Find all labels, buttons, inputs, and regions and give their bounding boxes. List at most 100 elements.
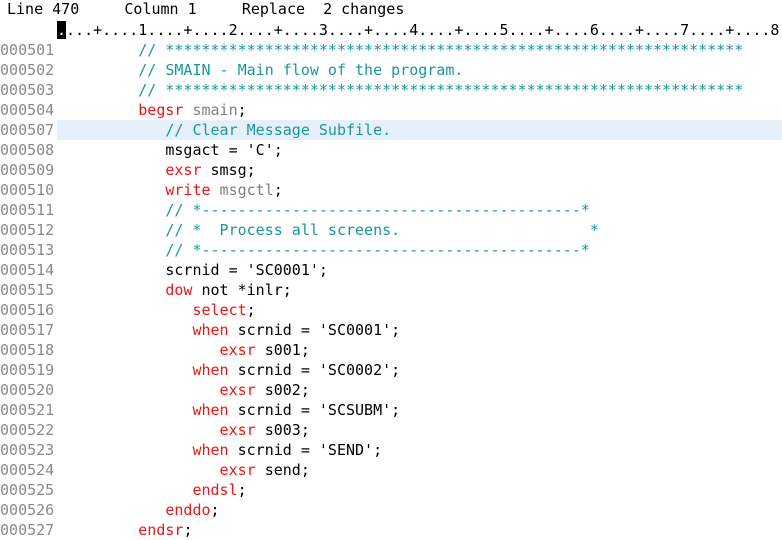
code-token: not *inlr; (192, 281, 292, 299)
source-line[interactable]: 0000523 when scrnid = 'SEND'; (0, 440, 782, 460)
code-token: ; (210, 501, 220, 519)
source-line[interactable]: 0000501 // *****************************… (0, 40, 782, 60)
code-text[interactable]: endsr; (57, 520, 782, 540)
sequence-number: 0000510 (0, 181, 55, 199)
source-line[interactable]: 0000518 exsr s001; (0, 340, 782, 360)
source-line[interactable]: 0000510 write msgctl; (0, 180, 782, 200)
code-token: s001; (255, 341, 310, 359)
source-line[interactable]: 0000509 exsr smsg; (0, 160, 782, 180)
source-line[interactable]: 0000504 begsr smain; (0, 100, 782, 120)
source-line[interactable]: 0000514 scrnid = 'SC0001'; (0, 260, 782, 280)
source-line[interactable]: 0000522 exsr s003; (0, 420, 782, 440)
identifier-token: smain (183, 101, 238, 119)
code-text[interactable]: dow not *inlr; (57, 280, 782, 300)
sequence-number: 0000509 (0, 161, 55, 179)
comment-token: // *************************************… (57, 81, 744, 99)
source-line[interactable]: 0000525 endsl; (0, 480, 782, 500)
code-token: ; (237, 481, 247, 499)
code-text[interactable]: write msgctl; (57, 180, 782, 200)
sequence-number: 0000520 (0, 381, 55, 399)
code-token: ; (273, 181, 283, 199)
sequence-number: 0000501 (0, 41, 55, 59)
source-line[interactable]: 0000519 when scrnid = 'SC0002'; (0, 360, 782, 380)
code-text[interactable]: exsr s001; (57, 340, 782, 360)
sequence-number: 0000525 (0, 481, 55, 499)
code-text[interactable]: when scrnid = 'SC0002'; (57, 360, 782, 380)
line-indicator: Line 470 (7, 0, 80, 18)
source-line[interactable]: 0000524 exsr send; (0, 460, 782, 480)
sequence-number: 0000516 (0, 301, 55, 319)
source-line[interactable]: 0000520 exsr s002; (0, 380, 782, 400)
sequence-number: 0000514 (0, 261, 55, 279)
sequence-number: 0000513 (0, 241, 55, 259)
sequence-number: 0000504 (0, 101, 55, 119)
code-text[interactable]: scrnid = 'SC0001'; (57, 260, 782, 280)
code-text[interactable]: exsr send; (57, 460, 782, 480)
comment-token: // *------------------------------------… (57, 201, 590, 219)
editor-text-area[interactable]: 0000501 // *****************************… (0, 40, 782, 540)
keyword-token: exsr (57, 161, 202, 179)
source-line[interactable]: 0000515 dow not *inlr; (0, 280, 782, 300)
code-text[interactable]: exsr smsg; (57, 160, 782, 180)
column-indicator: Column 1 (124, 0, 197, 18)
identifier-token: msgctl (210, 181, 274, 199)
keyword-token: endsr (57, 521, 184, 539)
mode-indicator: Replace (241, 0, 306, 18)
source-line[interactable]: 0000502 // SMAIN - Main flow of the prog… (0, 60, 782, 80)
sequence-number: 0000519 (0, 361, 55, 379)
source-line[interactable]: 0000526 enddo; (0, 500, 782, 520)
code-text[interactable]: // *************************************… (57, 80, 782, 100)
source-line[interactable]: 0000511 // *----------------------------… (0, 200, 782, 220)
sequence-number: 0000523 (0, 441, 55, 459)
source-line[interactable]: 0000512 // * Process all screens. * (0, 220, 782, 240)
keyword-token: exsr (57, 381, 256, 399)
keyword-token: select (57, 301, 247, 319)
keyword-token: exsr (57, 421, 256, 439)
keyword-token: when (57, 361, 229, 379)
code-text[interactable]: // SMAIN - Main flow of the program. (57, 60, 782, 80)
source-line[interactable]: 0000513 // *----------------------------… (0, 240, 782, 260)
sequence-number: 0000515 (0, 281, 55, 299)
source-line[interactable]: 0000527 endsr; (0, 520, 782, 540)
code-text[interactable]: // *************************************… (57, 40, 782, 60)
sequence-number: 0000511 (0, 201, 55, 219)
source-line[interactable]: 0000517 when scrnid = 'SC0001'; (0, 320, 782, 340)
comment-token: // *------------------------------------… (57, 241, 590, 259)
status-bar: Line 470 Column 1 Replace 2 changes (7, 0, 404, 18)
code-text[interactable]: // *------------------------------------… (57, 200, 782, 220)
code-token: msgact = 'C'; (57, 141, 283, 159)
code-token: ; (246, 301, 256, 319)
code-token: ; (183, 521, 193, 539)
sequence-number: 0000503 (0, 81, 55, 99)
sequence-number: 0000508 (0, 141, 55, 159)
sequence-number: 0000517 (0, 321, 55, 339)
code-token: s003; (255, 421, 310, 439)
code-text[interactable]: // *------------------------------------… (57, 240, 782, 260)
code-text[interactable]: when scrnid = 'SC0001'; (57, 320, 782, 340)
comment-token: // Clear Message Subfile. (57, 121, 392, 139)
code-token: ; (237, 101, 247, 119)
sequence-number: 0000502 (0, 61, 55, 79)
code-text[interactable]: // Clear Message Subfile. (57, 120, 782, 140)
source-line[interactable]: 0000521 when scrnid = 'SCSUBM'; (0, 400, 782, 420)
code-text[interactable]: when scrnid = 'SCSUBM'; (57, 400, 782, 420)
code-text[interactable]: exsr s003; (57, 420, 782, 440)
source-line[interactable]: 0000508 msgact = 'C'; (0, 140, 782, 160)
source-line[interactable]: 0000503 // *****************************… (0, 80, 782, 100)
source-line[interactable]: 0000516 select; (0, 300, 782, 320)
code-text[interactable]: select; (57, 300, 782, 320)
ruler-cursor: . (57, 21, 67, 39)
code-text[interactable]: msgact = 'C'; (57, 140, 782, 160)
comment-token: // * Process all screens. * (57, 221, 599, 239)
code-text[interactable]: exsr s002; (57, 380, 782, 400)
code-text[interactable]: when scrnid = 'SEND'; (57, 440, 782, 460)
code-text[interactable]: begsr smain; (57, 100, 782, 120)
code-text[interactable]: // * Process all screens. * (57, 220, 782, 240)
sequence-number: 0000526 (0, 501, 55, 519)
code-text[interactable]: endsl; (57, 480, 782, 500)
current-source-line[interactable]: 0000507 // Clear Message Subfile. (0, 120, 782, 140)
code-token: smsg; (201, 161, 256, 179)
code-text[interactable]: enddo; (57, 500, 782, 520)
sequence-number: 0000512 (0, 221, 55, 239)
code-token: s002; (255, 381, 310, 399)
